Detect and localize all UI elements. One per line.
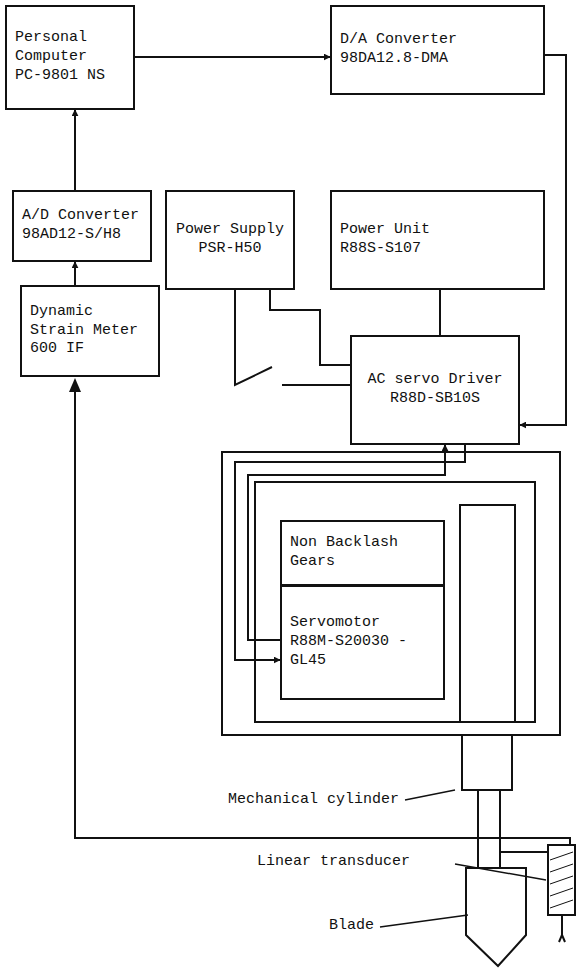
transducer-wire	[75, 388, 570, 845]
box-title: Servomotor	[290, 614, 435, 633]
cylinder-rod	[478, 790, 500, 868]
power-unit-box: Power UnitR88S-S107	[330, 190, 545, 290]
box-title: A/D Converter	[22, 207, 142, 226]
signal-line	[74, 262, 76, 285]
model-number: 600 IF	[30, 340, 150, 359]
part-label: Linear transducer	[255, 853, 412, 871]
leader-line	[405, 790, 455, 800]
converter-box: A/D Converter98AD12-S/H8	[12, 190, 152, 262]
inner-housing	[255, 482, 535, 722]
outer-housing	[222, 452, 560, 735]
transducer-arm	[500, 851, 548, 853]
box-title: AC servo Driver	[360, 371, 510, 390]
model-number: 98DA12.8-DMA	[340, 50, 535, 69]
transducer-probe	[559, 915, 565, 942]
model-number: PC-9801 NS	[15, 67, 125, 86]
model-number: R88S-S107	[340, 240, 535, 259]
leader-line	[380, 915, 468, 927]
model-number: R88M-S20030 -GL45	[290, 633, 435, 671]
signal-line	[439, 290, 441, 335]
part-label: Mechanical cylinder	[226, 791, 401, 809]
supply-box: Power SupplyPSR-H50	[165, 190, 295, 290]
arrowhead	[69, 378, 81, 392]
driver-box: AC servo DriverR88D-SB10S	[350, 335, 520, 445]
model-number: PSR-H50	[175, 240, 285, 259]
switch-wire	[235, 290, 350, 385]
cylinder-column	[460, 505, 515, 722]
signal-line	[270, 290, 350, 365]
transducer-body	[548, 845, 575, 915]
box-title: D/A Converter	[340, 31, 535, 50]
motor-box: ServomotorR88M-S20030 -GL45	[280, 585, 445, 700]
box-title: Dynamic Strain Meter	[30, 303, 150, 341]
computer-box: Personal ComputerPC-9801 NS	[5, 5, 135, 110]
leader-line	[455, 864, 546, 880]
model-number: 98AD12-S/H8	[22, 226, 142, 245]
box-title: Non Backlash Gears	[290, 534, 435, 572]
box-title: Personal Computer	[15, 29, 125, 67]
model-number: R88D-SB10S	[360, 390, 510, 409]
part-label: Blade	[327, 917, 376, 935]
transducer-hatching	[550, 852, 573, 908]
strain-meter-box: Dynamic Strain Meter600 IF	[20, 285, 160, 377]
box-title: Power Supply	[175, 221, 285, 240]
cylinder-body	[462, 735, 512, 790]
signal-line	[74, 110, 76, 190]
converter-box: D/A Converter98DA12.8-DMA	[330, 5, 545, 95]
blade-shape	[466, 868, 526, 966]
gear-box: Non Backlash Gears	[280, 520, 445, 586]
box-title: Power Unit	[340, 221, 535, 240]
signal-line	[135, 56, 330, 58]
